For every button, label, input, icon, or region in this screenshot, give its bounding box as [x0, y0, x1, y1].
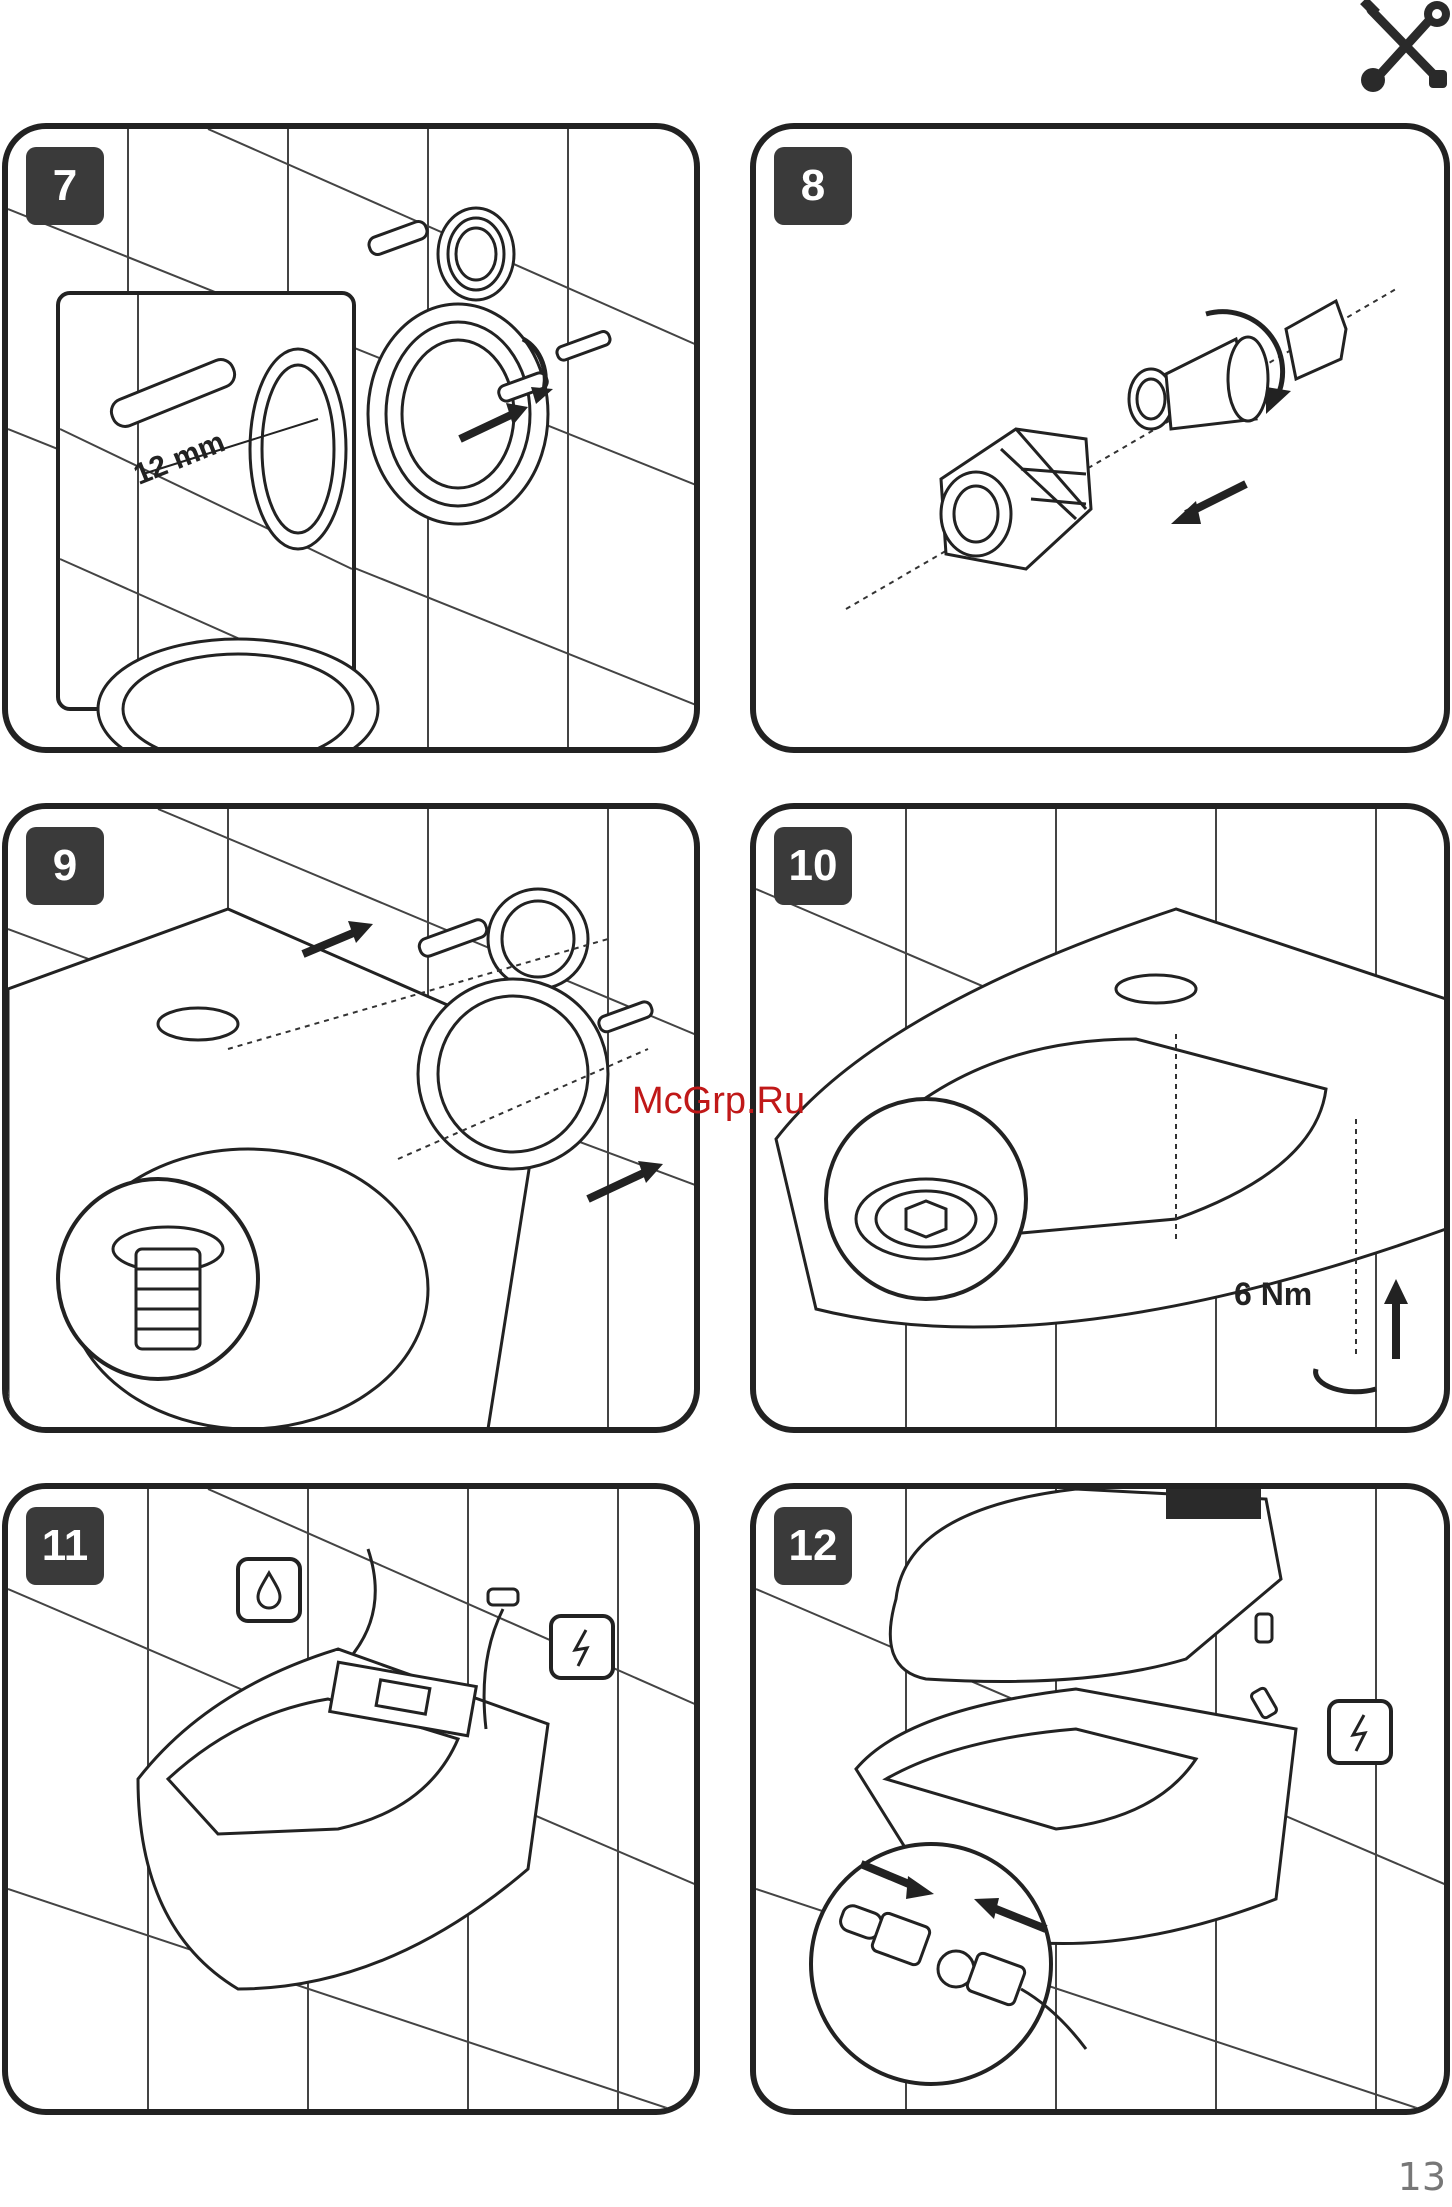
step-12-illustration [756, 1489, 1450, 2115]
step-11-panel: 11 [2, 1483, 700, 2115]
watermark: McGrp.Ru [632, 1080, 805, 1123]
step-10-illustration [756, 809, 1450, 1433]
torque-callout: 6 Nm [1234, 1276, 1312, 1313]
step-11-illustration [8, 1489, 700, 2115]
step-8-illustration [756, 129, 1450, 753]
step-number-badge: 9 [26, 827, 104, 905]
step-number-badge: 11 [26, 1507, 104, 1585]
step-10-panel: 10 6 Nm [750, 803, 1450, 1433]
step-number-badge: 7 [26, 147, 104, 225]
step-7-panel: 7 12 mm [2, 123, 700, 753]
step-number-badge: 12 [774, 1507, 852, 1585]
step-9-illustration [8, 809, 700, 1433]
water-drop-icon [236, 1557, 302, 1623]
page-number: 13 [1398, 2155, 1446, 2199]
tools-icon [1355, 0, 1452, 95]
step-number-badge: 8 [774, 147, 852, 225]
step-9-panel: 9 [2, 803, 700, 1433]
step-12-panel: 12 [750, 1483, 1450, 2115]
lightning-icon [549, 1614, 615, 1680]
step-8-panel: 8 [750, 123, 1450, 753]
step-7-illustration [8, 129, 700, 753]
step-number-badge: 10 [774, 827, 852, 905]
lightning-icon [1327, 1699, 1393, 1765]
